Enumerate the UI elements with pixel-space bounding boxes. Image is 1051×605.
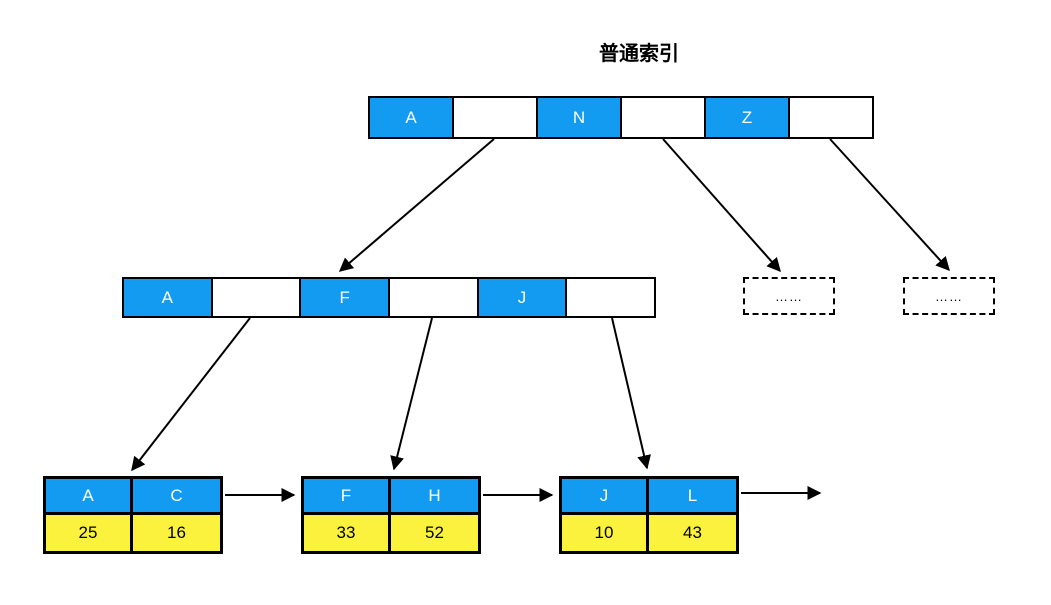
index-cell-key: A (124, 279, 213, 316)
index-cell-key: Z (706, 98, 790, 137)
edge-root-to-overflow-2 (829, 138, 950, 272)
index-cell-key: F (301, 279, 391, 316)
index-cell-pointer (390, 279, 479, 316)
edge-internal-to-leaf-1 (131, 317, 251, 472)
index-cell-key: A (370, 98, 454, 137)
index-cell-pointer (790, 98, 872, 137)
edge-internal-to-leaf-3 (611, 317, 651, 470)
leaf-key-cell: H (391, 479, 478, 515)
leaf-value-cell: 52 (391, 515, 478, 551)
edge-internal-to-leaf-2 (390, 317, 433, 471)
index-cell-key: N (538, 98, 622, 137)
leaf-node-3: J L 10 43 (559, 476, 739, 554)
leaf-value-cell: 33 (304, 515, 391, 551)
leaf-node-2: F H 33 52 (301, 476, 481, 554)
edge-root-to-overflow-1 (662, 138, 781, 273)
index-cell-pointer (454, 98, 538, 137)
leaf-key-cell: C (133, 479, 220, 515)
root-index-node: A N Z (368, 96, 874, 139)
leaf-key-cell: F (304, 479, 391, 515)
leaf-value-cell: 25 (46, 515, 133, 551)
leaf-value-cell: 16 (133, 515, 220, 551)
index-cell-key: J (478, 279, 568, 316)
leaf-value-cell: 10 (562, 515, 649, 551)
overflow-node-2: …… (903, 277, 995, 315)
leaf-key-cell: A (46, 479, 133, 515)
internal-index-node: A F J (122, 277, 656, 318)
index-cell-pointer (567, 279, 654, 316)
leaf-node-1: A C 25 16 (43, 476, 223, 554)
edge-root-to-internal (338, 138, 495, 272)
index-cell-pointer (213, 279, 302, 316)
leaf-key-cell: J (562, 479, 649, 515)
leaf-key-cell: L (649, 479, 736, 515)
leaf-value-cell: 43 (649, 515, 736, 551)
diagram-title: 普通索引 (599, 43, 679, 65)
overflow-node-1: …… (743, 277, 835, 315)
index-cell-pointer (622, 98, 706, 137)
